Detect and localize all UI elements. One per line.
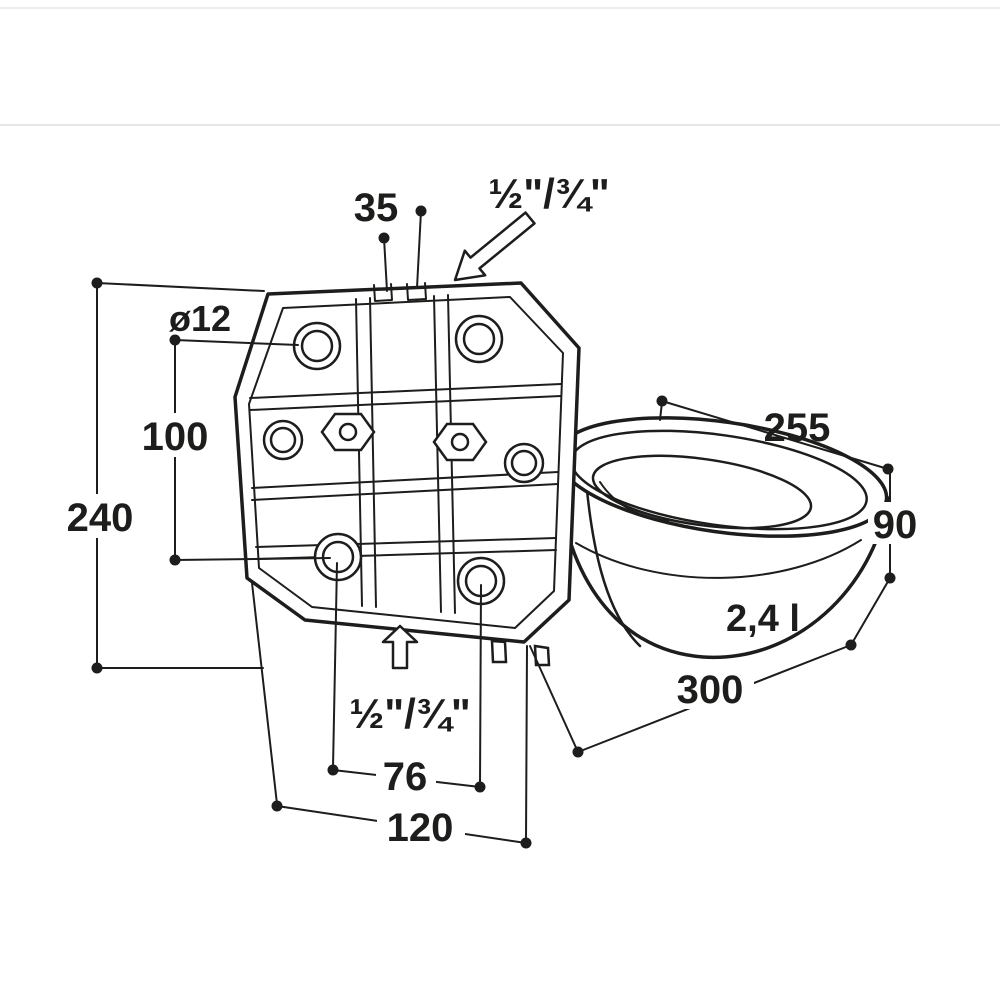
dimension-120 <box>251 582 532 849</box>
dim-dot <box>474 781 486 793</box>
dim-dot <box>845 639 857 651</box>
hole-inner <box>510 449 538 477</box>
bowl-inner-detail <box>599 481 669 522</box>
plate-rib-horizontal <box>255 537 557 548</box>
dim-extension <box>525 645 528 842</box>
mounting-hole-mid-left <box>262 419 304 461</box>
dimension-labels: 35 ½"/¾" ø12 100 240 255 90 2,4 l 300 76… <box>67 170 918 850</box>
plate-rib-vertical <box>433 295 442 613</box>
plate-inner-rim <box>248 296 564 629</box>
dim-extension <box>96 282 265 292</box>
label-masks <box>63 413 922 847</box>
bowl-seam-line <box>575 539 862 579</box>
plate-top-notch-right <box>406 282 427 301</box>
thread-size-top-label: ½"/¾" <box>488 170 610 217</box>
label-mask <box>377 805 465 847</box>
dim-dot <box>520 837 532 849</box>
dim-extension <box>251 582 278 805</box>
thread-arrow-top-icon <box>453 211 536 282</box>
hex-outline <box>320 412 376 452</box>
thread-size-bottom-label: ½"/¾" <box>349 690 471 737</box>
dimension-100-label: 100 <box>142 415 209 459</box>
dim-dot <box>91 277 103 289</box>
page-rule-top <box>0 7 1000 9</box>
dim-dot <box>378 232 390 244</box>
mounting-plate <box>233 281 581 667</box>
dim-dot <box>415 205 427 217</box>
label-mask <box>376 755 436 795</box>
mounting-hole-top-right <box>454 314 504 364</box>
plate-rib-horizontal <box>249 395 562 411</box>
dim-leader <box>416 210 422 289</box>
label-mask <box>141 413 211 457</box>
dim-leader <box>383 237 388 292</box>
dim-dot <box>327 764 339 776</box>
dim-dot <box>884 572 896 584</box>
dimension-240 <box>91 277 265 674</box>
dim-dot <box>169 554 181 566</box>
plate-top-notch-left <box>373 283 393 302</box>
hole-inner <box>321 540 355 574</box>
hex-center-hole <box>338 422 358 442</box>
dimension-240-label: 240 <box>67 496 134 540</box>
dim-extension <box>479 584 482 786</box>
dimension-120-label: 120 <box>387 806 454 850</box>
capacity-label: 2,4 l <box>726 598 800 640</box>
mounting-hole-bottom-left <box>313 532 363 582</box>
dimension-300-label: 300 <box>677 668 744 712</box>
bowl <box>555 416 890 660</box>
dim-extension <box>332 562 338 769</box>
plate-rib-horizontal <box>251 483 559 501</box>
page-rule-header <box>0 124 1000 126</box>
mounting-hole-mid-right <box>503 442 545 484</box>
dim-extension <box>850 577 891 646</box>
hole-inner <box>269 426 297 454</box>
label-mask <box>668 671 754 709</box>
label-mask <box>63 494 139 538</box>
hole-inner <box>462 322 496 356</box>
dim-extension <box>174 339 299 346</box>
hole-inner <box>300 329 334 363</box>
hex-outline <box>432 422 488 462</box>
dim-dot <box>882 463 894 475</box>
dim-extension <box>529 645 579 753</box>
label-mask <box>868 502 922 544</box>
plate-rib-horizontal <box>249 383 562 399</box>
hex-boss-right <box>432 422 488 462</box>
dim-extension <box>174 557 331 561</box>
dimension-76-label: 76 <box>383 755 428 799</box>
dimension-35 <box>378 205 427 292</box>
dim-dot <box>91 662 103 674</box>
thread-arrow-bottom-icon <box>381 624 419 670</box>
dimension-255-label: 255 <box>764 406 831 450</box>
dim-dot <box>656 395 668 407</box>
bowl-opening <box>591 454 813 530</box>
dim-dot <box>271 800 283 812</box>
mounting-hole-top-left <box>292 321 342 371</box>
dim-dot <box>572 746 584 758</box>
dimension-90-label: 90 <box>873 503 918 547</box>
hole-diameter-label: ø12 <box>169 298 231 339</box>
plate-rib-horizontal <box>251 471 559 489</box>
dim-dot <box>169 334 181 346</box>
dimension-35-label: 35 <box>354 186 399 230</box>
hex-boss-left <box>320 412 376 452</box>
hex-center-hole <box>450 432 470 452</box>
dim-line <box>661 400 889 470</box>
plate-foot-left <box>490 639 508 664</box>
